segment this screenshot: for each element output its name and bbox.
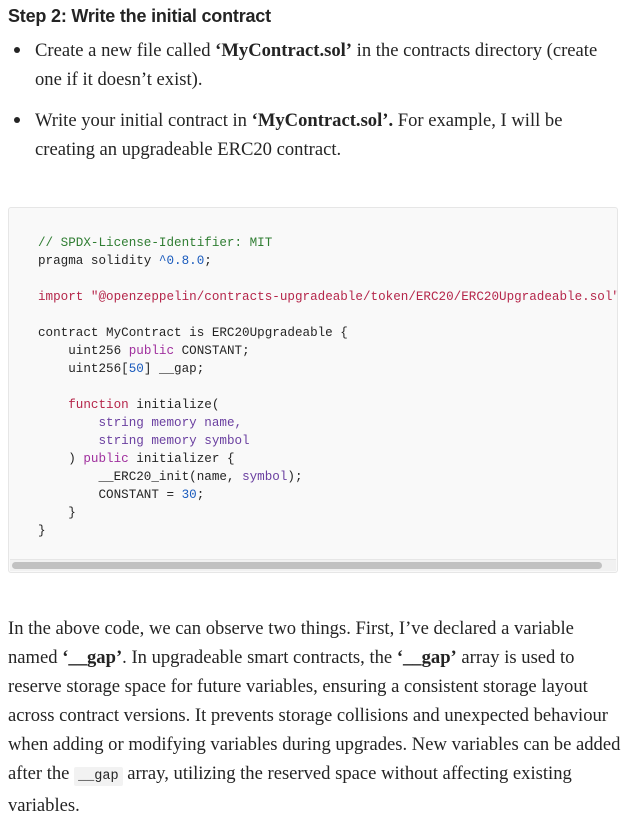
paragraph-text: In the above code, we can observe two th…	[8, 618, 574, 668]
code-token: pragma solidity	[38, 254, 159, 268]
paragraph-text: array, utilizing the reserved space with…	[8, 763, 572, 816]
code-token: uint256[	[38, 362, 129, 376]
code-token: CONSTANT;	[174, 344, 250, 358]
code-token: memory name,	[143, 416, 243, 430]
list-item-text: Create a new file called	[35, 40, 216, 61]
paragraph-bold: ‘__gap’	[62, 647, 123, 668]
code-number: 30	[181, 488, 197, 502]
section-heading: Step 2: Write the initial contract	[8, 6, 271, 26]
code-token: uint256	[38, 344, 129, 358]
bullet-dot-icon	[14, 47, 20, 53]
code-keyword: public	[83, 452, 129, 466]
scrollbar-thumb[interactable]	[12, 562, 602, 569]
list-item: Create a new file called ‘MyContract.sol…	[0, 36, 626, 94]
code-token: contract MyContract is ERC20Upgradeable …	[38, 326, 348, 340]
code-keyword: import	[38, 290, 91, 304]
code-token: ;	[204, 254, 212, 268]
code-token: }	[38, 524, 46, 538]
paragraph-bold: ‘__gap’	[396, 647, 457, 668]
bullet-dot-icon	[14, 117, 20, 123]
code-token: __ERC20_init(name,	[38, 470, 243, 484]
code-type: string	[38, 434, 144, 448]
code-number: 50	[128, 362, 144, 376]
code-token: symbol	[242, 470, 288, 484]
paragraph-text: array is used to reserve storage space f…	[8, 647, 621, 784]
file-name: ‘MyContract.sol’	[215, 40, 352, 61]
code-token: )	[38, 452, 84, 466]
code-token: memory symbol	[143, 434, 250, 448]
code-token: initializer {	[128, 452, 235, 466]
horizontal-scrollbar[interactable]	[10, 559, 616, 571]
code-token: ;	[196, 488, 205, 502]
file-name: ‘MyContract.sol’.	[251, 110, 394, 131]
code-keyword: function	[38, 398, 129, 412]
code-token: ] __gap;	[143, 362, 205, 376]
list-item: Write your initial contract in ‘MyContra…	[0, 106, 626, 164]
code-block[interactable]: // SPDX-License-Identifier: MIT pragma s…	[8, 207, 618, 573]
code-version: ^0.8.0	[158, 254, 205, 268]
inline-code: __gap	[74, 767, 123, 786]
code-token: CONSTANT =	[38, 488, 182, 502]
code-content[interactable]: // SPDX-License-Identifier: MIT pragma s…	[38, 234, 618, 540]
code-comment: // SPDX-License-Identifier: MIT	[38, 236, 273, 250]
instruction-list: Create a new file called ‘MyContract.sol…	[0, 36, 626, 164]
code-keyword: public	[128, 344, 175, 358]
code-token: initialize(	[128, 398, 220, 412]
code-string: "@openzeppelin/contracts-upgradeable/tok…	[90, 290, 618, 304]
code-type: string	[38, 416, 144, 430]
list-item-text: in the contracts directory (create one i…	[35, 40, 598, 90]
code-token: }	[38, 506, 76, 520]
list-item-text: Write your initial contract in	[35, 110, 252, 131]
explanation-paragraph: In the above code, we can observe two th…	[8, 614, 622, 820]
list-item-text: For example, I will be creating an upgra…	[35, 110, 563, 160]
code-token: );	[287, 470, 303, 484]
paragraph-text: . In upgradeable smart contracts, the	[122, 647, 397, 668]
